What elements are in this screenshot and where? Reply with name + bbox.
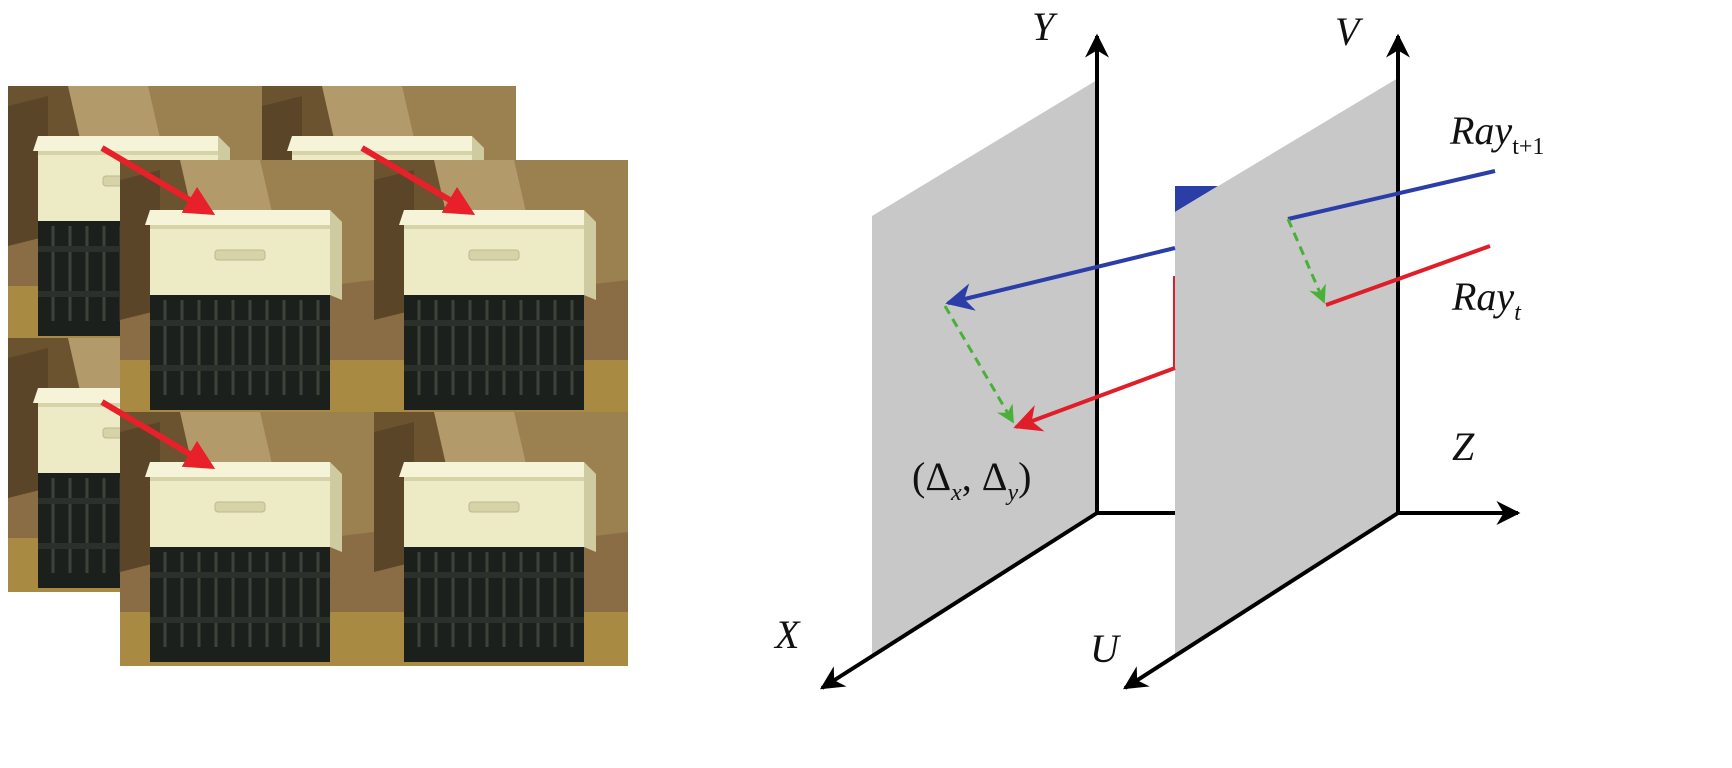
- y-axis-label: Y: [1032, 4, 1058, 49]
- ray-current-inner: [1013, 366, 1176, 432]
- offset-arrow-xy: [943, 305, 1015, 424]
- shift-arrow-top-left: [100, 145, 216, 216]
- tile-front-left: [118, 158, 376, 416]
- xy-plane: [872, 80, 1097, 656]
- u-axis-label: U: [1090, 626, 1122, 671]
- ray-next-label: Rayt+1: [1449, 108, 1544, 160]
- tile-bottom-right: [372, 410, 630, 668]
- ray-current-label: Rayt: [1451, 274, 1522, 326]
- ray-next-inner: [945, 246, 1176, 311]
- two-plane-diagram: Y V X U Z Rayt+1 Rayt (Δx, Δy): [773, 4, 1544, 690]
- blue-ray-wedge: [1175, 186, 1218, 212]
- tile-bottom-left: [118, 410, 376, 668]
- v-axis-label: V: [1335, 9, 1364, 54]
- ray-next-outer: [1287, 169, 1496, 221]
- shift-arrow-mid-left: [100, 399, 216, 470]
- offset-arrow-uv: [1286, 218, 1326, 304]
- offset-label: (Δx, Δy): [912, 454, 1031, 506]
- sub-aperture-image-stack: [6, 84, 630, 668]
- x-axis: [819, 511, 1099, 690]
- x-axis-label: X: [773, 612, 801, 657]
- z-axis-label: Z: [1452, 424, 1475, 469]
- u-axis: [1122, 511, 1400, 690]
- tile-front-right: [372, 158, 630, 416]
- uv-plane: [1175, 78, 1398, 656]
- shift-arrow-top-right: [360, 145, 476, 216]
- ray-current-outer: [1325, 244, 1491, 307]
